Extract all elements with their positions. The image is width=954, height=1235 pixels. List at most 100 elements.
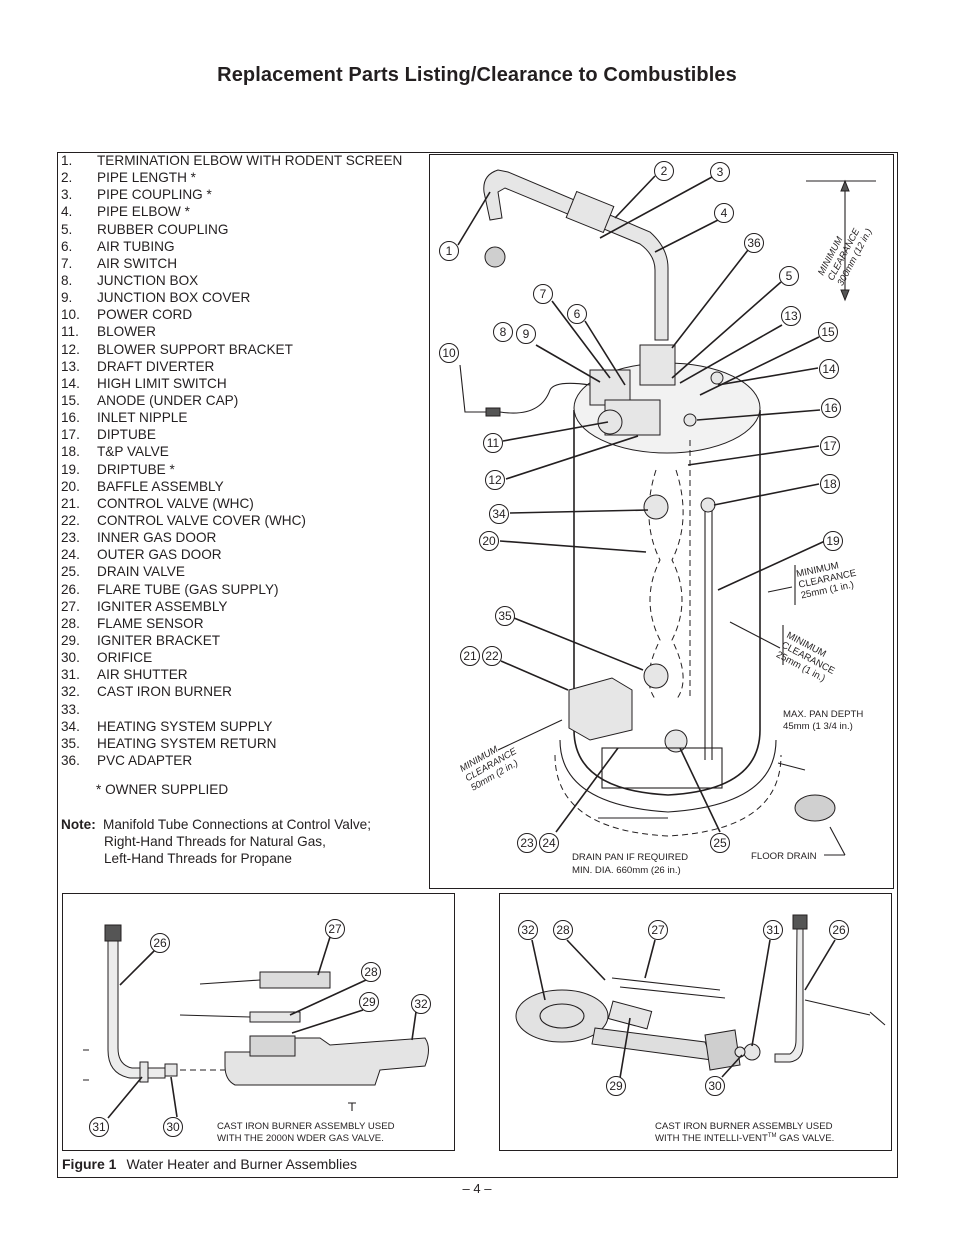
callout-number: 3 xyxy=(717,165,724,179)
part-name: T&P VALVE xyxy=(97,444,169,460)
callout-circle xyxy=(820,436,840,456)
callout-number: 18 xyxy=(823,477,837,491)
parts-list-item: 22.CONTROL VALVE COVER (WHC) xyxy=(61,512,426,529)
part-number: 28. xyxy=(61,615,80,631)
parts-list-item: 17. DIPTUBE xyxy=(61,426,426,443)
callout-bubble: 34 xyxy=(489,504,509,524)
part-name: JUNCTION BOX xyxy=(97,272,199,288)
callout-bubble: 11 xyxy=(483,433,503,453)
callout-number: 29 xyxy=(609,1079,623,1093)
part-name: HIGH LIMIT SWITCH xyxy=(97,375,227,391)
max-pan-depth-line-2: 45mm (1 3/4 in.) xyxy=(783,721,853,732)
callout-number: 21 xyxy=(463,649,477,663)
callout-circle xyxy=(819,359,839,379)
part-number: 6. xyxy=(61,238,73,254)
part-number: 29. xyxy=(61,632,80,648)
parts-list-item: 18.T&P VALVE xyxy=(61,443,426,460)
part-number: 10. xyxy=(61,307,80,323)
callout-bubble: 12 xyxy=(485,470,505,490)
callout-number: 5 xyxy=(786,269,793,283)
callout-circle xyxy=(361,962,381,982)
callout-circle xyxy=(714,203,734,223)
callout-number: 29 xyxy=(362,995,376,1009)
parts-figure-frame xyxy=(57,152,898,1178)
parts-list-item: 34.HEATING SYSTEM SUPPLY xyxy=(61,718,426,735)
part-number: 31. xyxy=(61,667,80,683)
callout-circle xyxy=(518,920,538,940)
burner-right-caption-line-2: WITH THE INTELLI-VENTTM GAS VALVE. xyxy=(655,1133,834,1144)
part-name: PIPE ELBOW * xyxy=(97,204,190,220)
callout-number: 7 xyxy=(540,287,547,301)
part-name: CONTROL VALVE (WHC) xyxy=(97,495,254,511)
callout-bubble: 28 xyxy=(553,920,573,940)
drain-pan-line-1: DRAIN PAN IF REQUIRED xyxy=(572,852,688,863)
parts-list-item: 13.DRAFT DIVERTER xyxy=(61,358,426,375)
callout-number: 27 xyxy=(328,922,342,936)
parts-list-item: 10. POWER CORD xyxy=(61,306,426,323)
callout-number: 13 xyxy=(784,309,798,323)
callout-number: 14 xyxy=(822,362,836,376)
parts-list-item: 9.JUNCTION BOX COVER xyxy=(61,289,426,306)
burner-left-caption-line-2: WITH THE 2000N WDER GAS VALVE. xyxy=(217,1133,384,1144)
callout-circle xyxy=(439,343,459,363)
callout-bubble: 20 xyxy=(479,531,499,551)
callout-bubble: 18 xyxy=(820,474,840,494)
parts-list-item: 19.DRIPTUBE * xyxy=(61,461,426,478)
burner-left-illustration xyxy=(83,924,429,1111)
part-number: 9. xyxy=(61,290,73,306)
parts-list-item: 15.ANODE (UNDER CAP) xyxy=(61,392,426,409)
part-name: RUBBER COUPLING xyxy=(97,221,229,237)
parts-list-item: 30.ORIFICE xyxy=(61,649,426,666)
part-name: POWER CORD xyxy=(97,307,193,323)
parts-list-item: 29. IGNITER BRACKET xyxy=(61,632,426,649)
part-name: ANODE (UNDER CAP) xyxy=(97,392,239,408)
part-number: 11. xyxy=(61,324,79,340)
part-name: OUTER GAS DOOR xyxy=(97,547,222,563)
part-name: IGNITER ASSEMBLY xyxy=(97,598,228,614)
part-name: HEATING SYSTEM RETURN xyxy=(97,735,277,751)
callout-circle xyxy=(489,504,509,524)
part-name: PIPE COUPLING * xyxy=(97,187,212,203)
part-name: IGNITER BRACKET xyxy=(97,632,221,648)
main-leader-lines xyxy=(457,175,826,833)
page-title: Replacement Parts Listing/Clearance to C… xyxy=(217,64,737,86)
parts-list-item: 4.PIPE ELBOW * xyxy=(61,203,426,220)
parts-list-item: 33. xyxy=(61,701,426,718)
callout-circle xyxy=(821,398,841,418)
callout-bubble: 2 xyxy=(654,161,674,181)
callout-number: 20 xyxy=(482,534,496,548)
parts-list-item: 6.AIR TUBING xyxy=(61,238,426,255)
callout-bubble: 6 xyxy=(567,304,587,324)
callout-number: 35 xyxy=(498,609,512,623)
callout-circle xyxy=(482,646,502,666)
part-number: 36. xyxy=(61,752,80,768)
callout-number: 30 xyxy=(708,1079,722,1093)
callout-circle xyxy=(359,992,379,1012)
water-heater-diagram-box xyxy=(429,154,894,889)
note-line-2: Right-Hand Threads for Natural Gas, xyxy=(104,834,326,849)
parts-list-item: 36. PVC ADAPTER xyxy=(61,752,426,769)
callout-bubble: 30 xyxy=(705,1076,725,1096)
callout-bubble: 7 xyxy=(533,284,553,304)
part-name: BLOWER xyxy=(97,324,156,340)
note-label: Note: xyxy=(61,817,96,832)
parts-list-item: 25.DRAIN VALVE xyxy=(61,563,426,580)
part-number: 17. xyxy=(61,427,80,443)
part-number: 30. xyxy=(61,650,80,666)
part-name: PVC ADAPTER xyxy=(97,752,193,768)
part-number: 13. xyxy=(61,358,80,374)
callout-bubble: 24 xyxy=(539,833,559,853)
callout-circle xyxy=(829,920,849,940)
callout-number: 32 xyxy=(521,923,535,937)
callout-bubble: 31 xyxy=(89,1117,109,1137)
callout-circle xyxy=(517,833,537,853)
part-name: DIPTUBE xyxy=(97,427,156,443)
callout-circle xyxy=(411,994,431,1014)
part-number: 25. xyxy=(61,564,80,580)
callout-number: 25 xyxy=(713,836,727,850)
parts-list-item: 11. BLOWER xyxy=(61,323,426,340)
part-number: 35. xyxy=(61,735,80,751)
callout-bubble: 31 xyxy=(763,920,783,940)
callout-circle xyxy=(553,920,573,940)
